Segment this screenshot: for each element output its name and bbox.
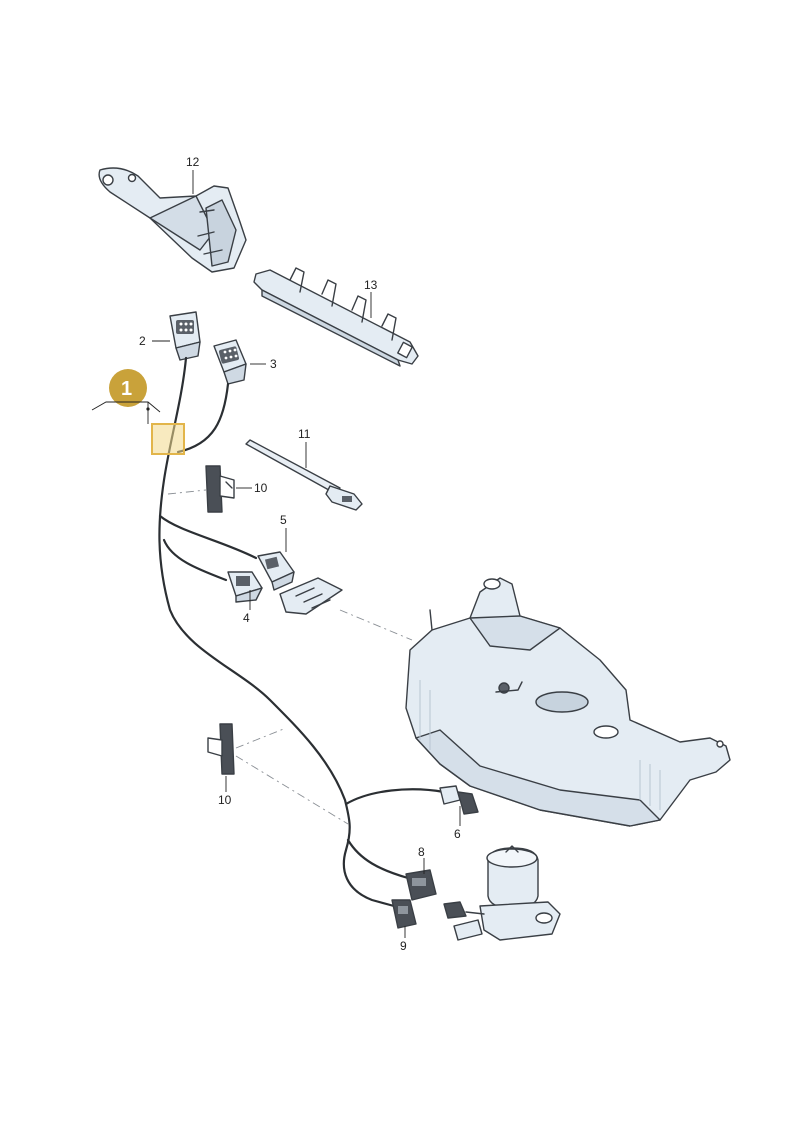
clip-part-10-lower[interactable] <box>207 723 235 775</box>
callout-10-upper: 10 <box>254 481 268 495</box>
callout-5: 5 <box>280 513 287 527</box>
callout-badge-1[interactable]: 1 <box>109 369 147 407</box>
bracket-part-12[interactable] <box>98 167 247 273</box>
callout-9: 9 <box>400 939 407 953</box>
callout-11: 11 <box>298 427 311 441</box>
callout-13: 13 <box>364 278 378 292</box>
connector-part-2[interactable] <box>169 311 201 361</box>
connector-part-3[interactable] <box>213 339 247 385</box>
wiring-harness-part-1[interactable] <box>158 356 446 908</box>
fuel-tank[interactable] <box>405 577 731 827</box>
connector-part-6[interactable] <box>439 785 479 815</box>
callout-2: 2 <box>139 334 146 348</box>
harness-highlight <box>151 423 185 455</box>
rail-part-13[interactable] <box>253 267 419 367</box>
callout-3: 3 <box>270 357 277 371</box>
connector-part-5[interactable] <box>257 551 295 591</box>
pump-assembly[interactable] <box>443 845 561 941</box>
svg-text:1: 1 <box>121 378 132 400</box>
callout-8: 8 <box>418 845 425 859</box>
callout-4: 4 <box>243 611 250 625</box>
callout-12: 12 <box>186 155 200 169</box>
connector-part-8[interactable] <box>405 869 437 901</box>
tank-side-connector[interactable] <box>279 577 343 615</box>
cable-tie-part-11[interactable] <box>245 439 363 511</box>
connector-part-4[interactable] <box>227 571 263 603</box>
clip-part-10-upper[interactable] <box>205 465 235 513</box>
callout-6: 6 <box>454 827 461 841</box>
callout-10-lower: 10 <box>218 793 232 807</box>
connector-part-9[interactable] <box>391 899 417 929</box>
